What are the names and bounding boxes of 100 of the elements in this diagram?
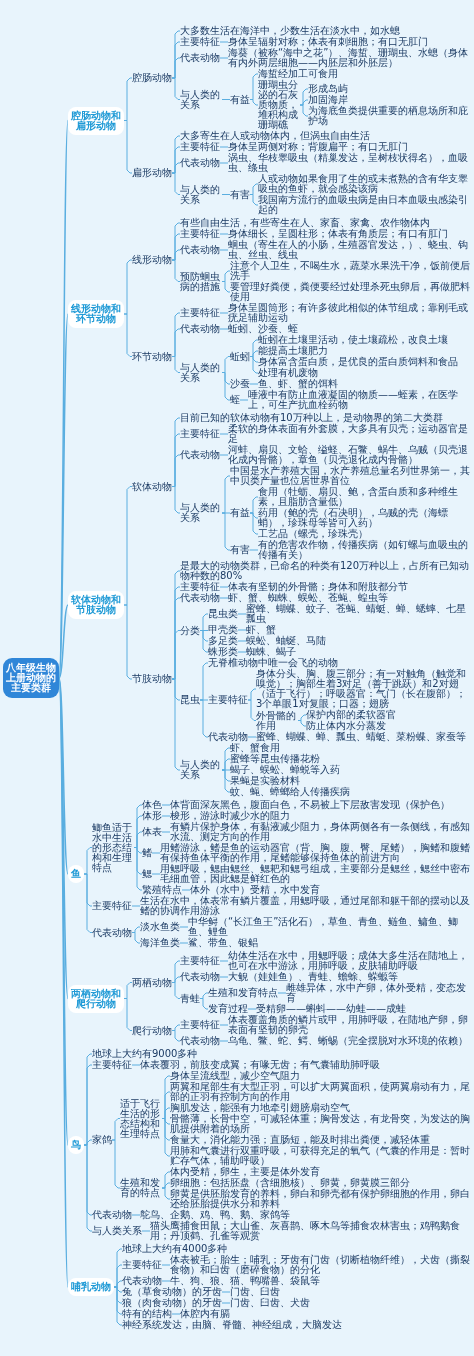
connector-line bbox=[247, 1008, 257, 1010]
topic-label: 体形 bbox=[142, 811, 162, 821]
detail-text: 蛔虫（寄生在人的小肠，生殖器官发达，）、蛲虫、钩虫、丝虫、线虫 bbox=[228, 240, 472, 260]
topic-label: 鳃 bbox=[142, 869, 152, 879]
connector-line bbox=[249, 549, 259, 551]
detail-text: 体内受精，卵生，主要是体外发育 bbox=[170, 1167, 320, 1177]
detail-text: 神经系统发达，由脑、脊髓、神经组成，大脑发达 bbox=[122, 1320, 342, 1330]
detail-text: 身体富含蛋白质，是优良的蛋白质饲料和食品 bbox=[258, 357, 458, 367]
detail-text: 身体分头、胸、腹三部分；有一对触角（触觉和嗅觉）；胸部生着3对足（善于跳跃）和2对翅（适于飞行）；呼吸器官：气门（长在腹部）；3个单眼1对复眼；口器；翅膀 bbox=[256, 669, 472, 709]
connector-line bbox=[199, 992, 209, 999]
connector-line bbox=[237, 629, 247, 631]
connector-line bbox=[237, 651, 247, 653]
detail-text: 蝎子、蜈蚣、蝉蜕等入药 bbox=[230, 765, 340, 775]
detail-text: 有鳞片保护身体，有黏液减少阻力，身体两侧各有一条侧线，有感知水流、测定方向的作用 bbox=[170, 822, 472, 842]
topic-label: 有益 bbox=[230, 94, 250, 105]
connector-line bbox=[161, 804, 171, 806]
connector-line bbox=[151, 873, 161, 875]
connector-line bbox=[111, 1118, 121, 1141]
connector-line bbox=[221, 99, 231, 100]
connector-line bbox=[219, 41, 229, 43]
topic-label: 主要特征 bbox=[180, 582, 220, 592]
topic-label: 蛛形类 bbox=[208, 647, 238, 657]
connector-line bbox=[141, 1230, 151, 1232]
detail-text: 牛、狗、狼、猫、鸭嘴兽、袋鼠等 bbox=[170, 1276, 320, 1286]
connector-line bbox=[249, 73, 259, 100]
connector-line bbox=[171, 1024, 181, 1031]
topic-label: 狼（肉食动物）的牙齿 bbox=[122, 1298, 222, 1308]
topic-label: 主要特征 bbox=[180, 1020, 220, 1030]
detail-text: 蜘蛛、蝎子 bbox=[246, 647, 296, 657]
topic-label: 扁形动物 bbox=[132, 168, 172, 178]
detail-text: 体腔内有膈 bbox=[180, 1309, 230, 1319]
detail-text: 加固海岸 bbox=[308, 95, 348, 105]
connector-line bbox=[219, 146, 229, 148]
connector-line bbox=[221, 281, 231, 293]
connector-line bbox=[171, 259, 181, 282]
connector-line bbox=[171, 77, 181, 100]
connector-line bbox=[171, 328, 181, 357]
detail-text: 卵黄是供胚胎发育的养料，卵白和卵壳都有保护卵细胞的作用，卵白还给胚胎提供水分和养料 bbox=[170, 1189, 472, 1209]
connector-line bbox=[247, 688, 257, 701]
detail-text: 食量大，消化能力强；直肠短，能及时排出粪便，减轻体重 bbox=[170, 1135, 430, 1145]
connector-line bbox=[171, 162, 181, 174]
detail-text: 鸵鸟、企鹅、鸡、鸭、鹅、家鸽等 bbox=[140, 1210, 290, 1220]
connector-line bbox=[299, 104, 309, 117]
connector-line bbox=[219, 454, 229, 456]
connector-line bbox=[131, 1214, 141, 1216]
topic-label: 代表动物 bbox=[180, 593, 220, 603]
connector-line bbox=[111, 1139, 121, 1189]
topic-label: 海洋鱼类 bbox=[140, 938, 180, 948]
connector-line bbox=[161, 831, 171, 833]
connector-line bbox=[297, 720, 307, 727]
topic-label: 与人类的关系 bbox=[180, 184, 222, 205]
detail-text: 河蚌、扇贝、文蛤、缢蛏、石鳖、蜗牛、乌贼（贝壳退化成内骨骼），章鱼（贝壳退化成内骨骼） bbox=[228, 445, 472, 465]
topic-label: 代表动物 bbox=[180, 245, 220, 255]
detail-text: 身体呈流线型，减少空气阻力 bbox=[170, 1071, 300, 1081]
detail-text: 柔软的身体表面有外套膜，大多具有贝壳；运动器官是足 bbox=[228, 424, 472, 444]
detail-text: 工艺品（螺壳，珍珠壳） bbox=[258, 529, 368, 539]
connector-line bbox=[199, 630, 209, 653]
central-topic: 八年级生物上册动物的主要类群 bbox=[3, 658, 59, 698]
topic-label: 昆虫 bbox=[180, 695, 200, 705]
connector-line bbox=[171, 1030, 181, 1042]
main-topic: 软体动物和节肢动物 bbox=[68, 591, 124, 619]
connector-line bbox=[249, 496, 259, 514]
connector-line bbox=[277, 992, 287, 994]
connector-line bbox=[249, 183, 259, 195]
topic-label: 主要特征 bbox=[180, 37, 220, 47]
topic-label: 主要特征 bbox=[180, 142, 220, 152]
main-topic: 鱼 bbox=[68, 865, 84, 883]
connector-line bbox=[171, 960, 181, 983]
detail-text: 蜈蚣、蚰蜒、马陆 bbox=[246, 636, 326, 646]
connector-line bbox=[297, 714, 307, 721]
detail-text: 门齿、臼齿 bbox=[230, 1287, 280, 1297]
connector-line bbox=[219, 233, 229, 235]
detail-text: 骨骼薄，长骨中空，可减轻体重；胸骨发达，有龙骨突，为发达的胸肌提供附着的场所 bbox=[170, 1114, 472, 1134]
detail-text: 体表覆羽，前肢变成翼；有喙无齿；有气囊辅助肺呼吸 bbox=[140, 1060, 380, 1070]
detail-text: 地球上大约有9000多种 bbox=[92, 1049, 198, 1059]
topic-label: 适于飞行生活的形态结构和生理特点 bbox=[120, 1098, 162, 1139]
main-topic: 线形动物和环节动物 bbox=[68, 300, 124, 328]
connector-line bbox=[123, 486, 133, 606]
connector-line bbox=[221, 356, 231, 373]
detail-text: 海葵（被称“海中之花”）、海蜇、珊瑚虫、水螅（身体有内外两层细胞——内胚层和外胚层） bbox=[228, 48, 472, 68]
detail-text: 地球上大约有4000多种 bbox=[122, 1244, 228, 1254]
topic-label: 节肢动物 bbox=[132, 674, 172, 684]
detail-text: 用鳃呼吸，鳃由鳃丝、鳃耙和鳃弓组成，主要部分是鳃丝，鳃丝中密布毛细血管，因此鳃是鲜红色的 bbox=[160, 864, 472, 884]
connector-line bbox=[221, 270, 231, 282]
connector-line bbox=[221, 1302, 231, 1304]
detail-text: 果蝇是实验材料 bbox=[230, 776, 300, 786]
connector-line bbox=[249, 356, 259, 374]
connector-line bbox=[131, 932, 141, 944]
connector-line bbox=[83, 1144, 93, 1232]
detail-text: 门齿、臼齿、犬齿 bbox=[230, 1298, 310, 1308]
detail-text: 海蜇经加工可食用 bbox=[258, 69, 338, 79]
topic-label: 鲫鱼适于水中生活的形态结构和生理特点 bbox=[92, 822, 134, 873]
topic-label: 两栖动物 bbox=[132, 977, 172, 988]
detail-text: 蜜蜂等昆虫传播花粉 bbox=[230, 754, 320, 764]
topic-label: 主要特征 bbox=[92, 1060, 132, 1070]
topic-label: 有益 bbox=[230, 508, 250, 518]
connector-line bbox=[199, 662, 209, 701]
topic-label: 珊瑚虫分泌的石灰质物质，堆积构成珊瑚礁 bbox=[258, 80, 300, 130]
connector-line bbox=[219, 586, 229, 588]
connector-line bbox=[83, 847, 93, 875]
